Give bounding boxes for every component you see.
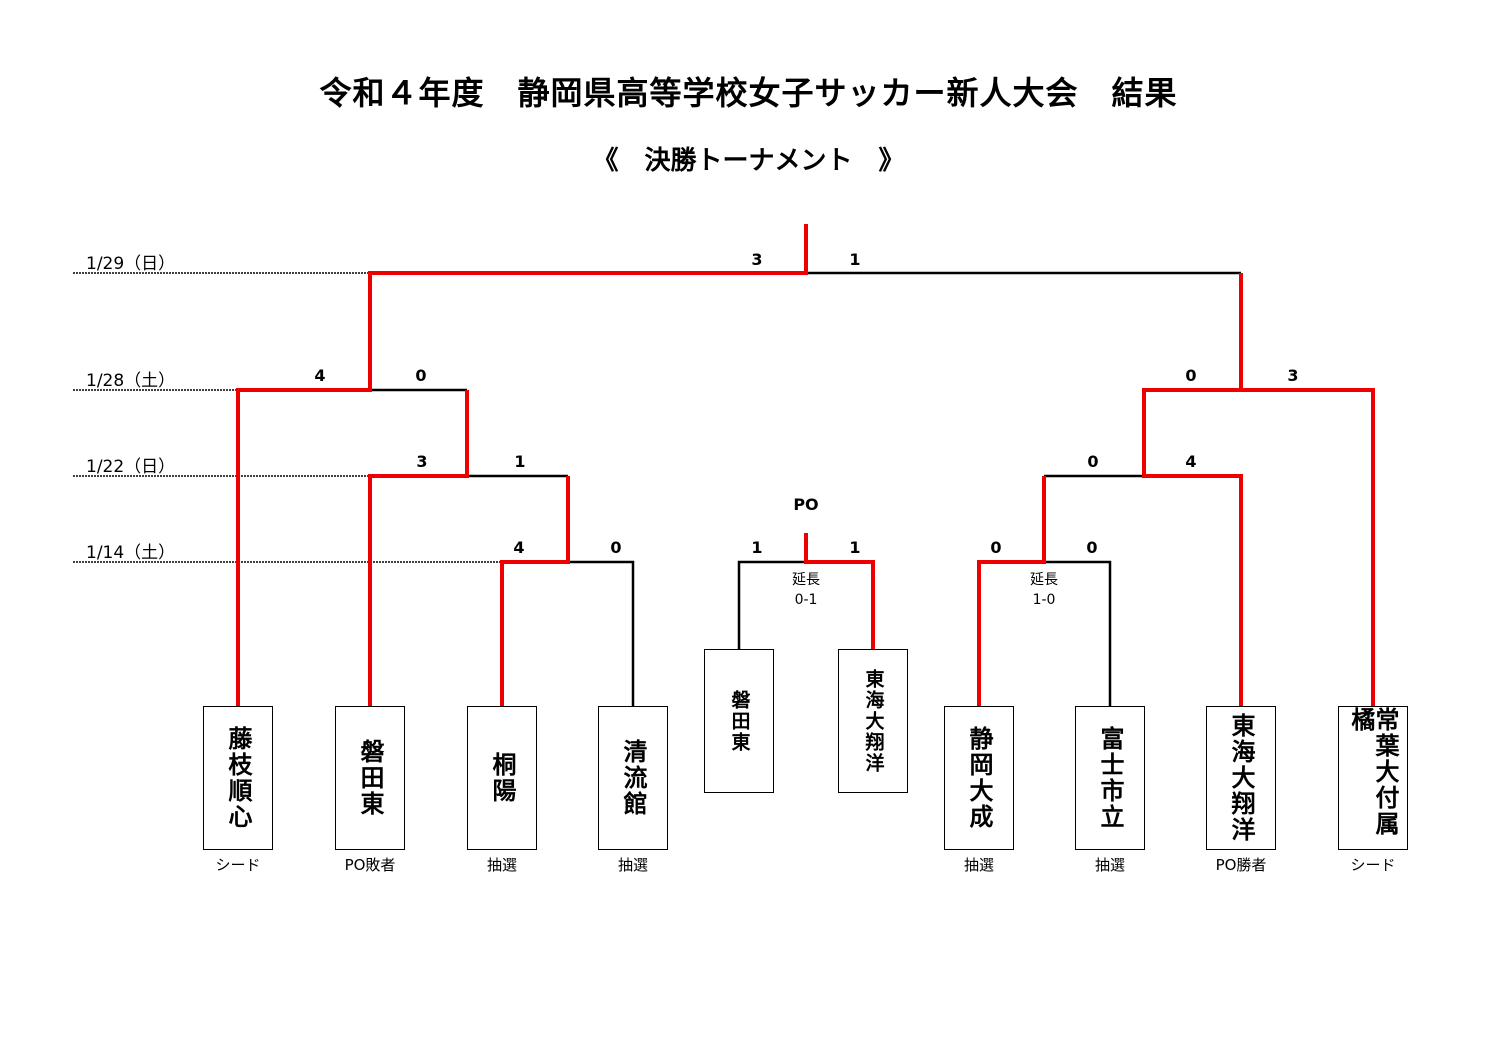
team-tag: 抽選 xyxy=(1094,856,1125,874)
winner-lines xyxy=(236,224,1375,706)
r1-extra-time-score: 1-0 xyxy=(1032,592,1056,608)
score: 0 xyxy=(990,538,1002,557)
team-tag: シード xyxy=(1350,856,1396,874)
team-tag: 抽選 xyxy=(617,856,648,874)
team-name: 磐田東 xyxy=(356,739,384,817)
team-box: 静岡大成 xyxy=(944,706,1014,850)
score: 0 xyxy=(1185,366,1197,385)
score: 1 xyxy=(849,538,861,557)
team-name: 藤枝順心 xyxy=(224,726,252,830)
team-name: 磐田東 xyxy=(728,689,751,753)
po-extra-time-score: 0-1 xyxy=(794,592,818,608)
score: 3 xyxy=(1287,366,1299,385)
score: 0 xyxy=(415,366,427,385)
page-title: 令和４年度 静岡県高等学校女子サッカー新人大会 結果 xyxy=(319,74,1178,112)
score: 0 xyxy=(610,538,622,557)
date-final: 1/29（日） xyxy=(86,254,176,274)
loser-lines xyxy=(370,271,1241,706)
team-box: 清流館 xyxy=(598,706,668,850)
score: 3 xyxy=(751,250,763,269)
score: 3 xyxy=(416,452,428,471)
team-tag: PO勝者 xyxy=(1215,856,1267,874)
score: 4 xyxy=(314,366,326,385)
date-round1: 1/14（土） xyxy=(86,543,176,563)
team-tag: 抽選 xyxy=(486,856,517,874)
po-extra-time-label: 延長 xyxy=(792,572,820,588)
team-name: 静岡大成 xyxy=(965,726,993,830)
po-label: PO xyxy=(793,495,819,514)
team-name: 東海大翔洋 xyxy=(862,668,885,774)
team-box: 桐陽 xyxy=(467,706,537,850)
score: 1 xyxy=(751,538,763,557)
team-box: 富士市立 xyxy=(1075,706,1145,850)
date-semifinal: 1/28（土） xyxy=(86,371,176,391)
page-subtitle: 《 決勝トーナメント 》 xyxy=(592,146,905,176)
po-team-box: 磐田東 xyxy=(704,649,774,793)
team-tag: 抽選 xyxy=(963,856,994,874)
date-quarterfinal: 1/22（日） xyxy=(86,457,176,477)
date-guides xyxy=(73,272,502,563)
score: 1 xyxy=(514,452,526,471)
score: 0 xyxy=(1087,452,1099,471)
team-name: 桐陽 xyxy=(488,752,516,804)
score: 4 xyxy=(513,538,525,557)
team-box: 藤枝順心 xyxy=(203,706,273,850)
team-tag: シード xyxy=(215,856,261,874)
team-box: 磐田東 xyxy=(335,706,405,850)
team-name: 東海大翔洋 xyxy=(1227,713,1255,843)
team-name: 清流館 xyxy=(619,739,647,817)
team-box: 東海大翔洋 xyxy=(1206,706,1276,850)
r1-extra-time-label: 延長 xyxy=(1030,572,1058,588)
team-box: 常葉大付属橘 xyxy=(1338,706,1408,850)
score: 4 xyxy=(1185,452,1197,471)
score: 0 xyxy=(1086,538,1098,557)
score: 1 xyxy=(849,250,861,269)
team-name: 常葉大付属橘 xyxy=(1347,707,1399,837)
po-team-box: 東海大翔洋 xyxy=(838,649,908,793)
team-tag: PO敗者 xyxy=(344,856,396,874)
team-name: 富士市立 xyxy=(1096,726,1124,830)
